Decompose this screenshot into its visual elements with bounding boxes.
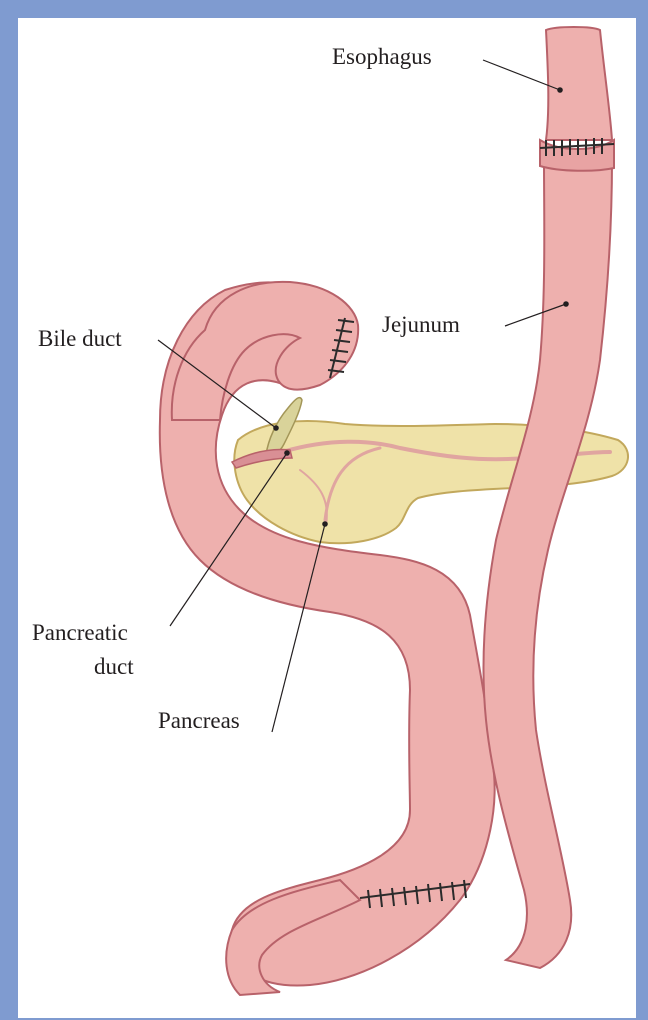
label-pancreas: Pancreas — [158, 708, 240, 733]
label-pancreatic-duct-line2: duct — [94, 654, 134, 679]
jejunum-limb — [483, 160, 612, 968]
label-jejunum: Jejunum — [382, 312, 460, 337]
label-bile-duct: Bile duct — [38, 326, 122, 351]
label-esophagus: Esophagus — [332, 44, 432, 69]
label-pancreatic-duct-line1: Pancreatic — [32, 620, 128, 645]
esophagus-shape — [546, 27, 612, 140]
